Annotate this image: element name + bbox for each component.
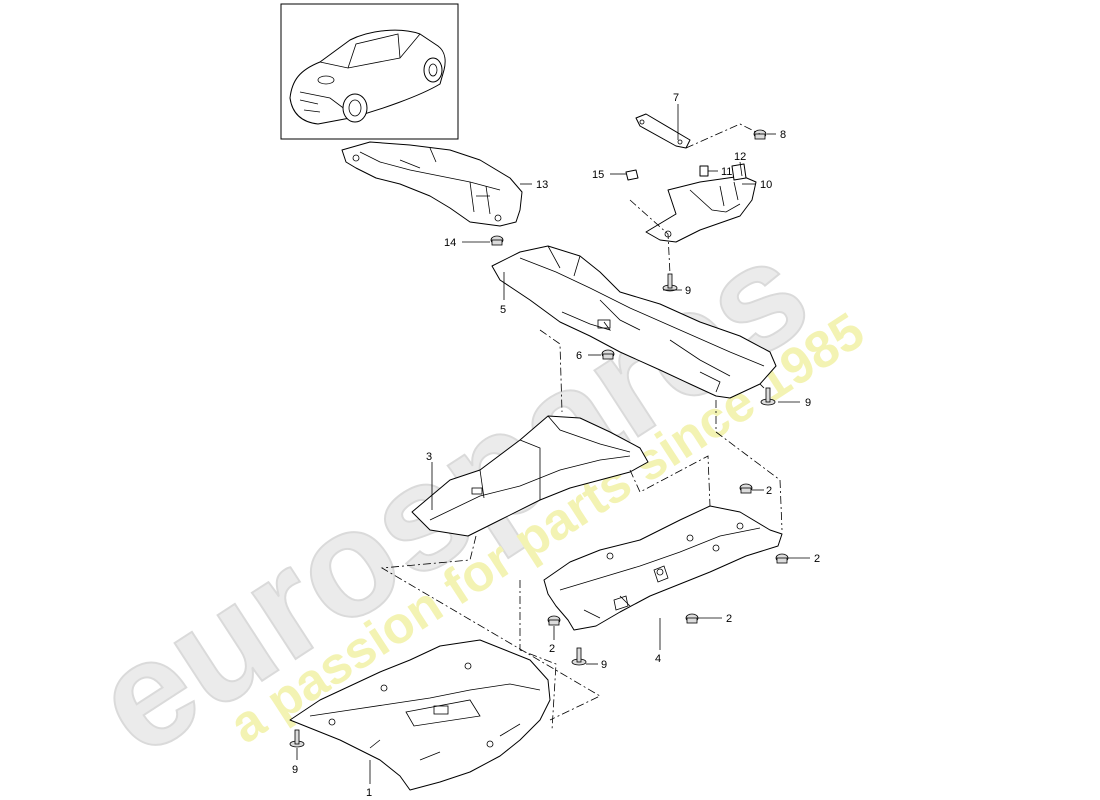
callout-9-top: 9 <box>685 285 691 297</box>
nut-2-b <box>775 553 789 564</box>
bolt-9-c <box>571 647 587 666</box>
part-13-heat-shield <box>341 141 523 227</box>
nut-8 <box>753 129 767 140</box>
callout-2-d: 2 <box>549 643 555 655</box>
callout-9-right: 9 <box>601 659 607 671</box>
vehicle-thumbnail <box>280 3 459 140</box>
leader-lines <box>296 104 810 784</box>
bolt-9-a <box>662 273 678 292</box>
nut-2-a <box>739 483 753 494</box>
part-4-right-panel <box>543 505 783 631</box>
callout-labels: 7 8 12 11 15 10 13 14 5 9 6 9 3 2 2 2 2 … <box>292 92 820 799</box>
car-icon <box>289 29 446 125</box>
part-5-centre-panel <box>491 245 777 399</box>
callout-12: 12 <box>734 151 746 163</box>
callout-5: 5 <box>500 304 506 316</box>
callout-2-c: 2 <box>726 613 732 625</box>
part-7-bracket <box>635 113 691 149</box>
callout-6: 6 <box>576 350 582 362</box>
nut-6 <box>601 349 615 360</box>
callout-15: 15 <box>592 169 604 181</box>
callout-2-a: 2 <box>766 485 772 497</box>
callout-9-mid: 9 <box>805 397 811 409</box>
nut-14 <box>490 235 504 246</box>
callout-4: 4 <box>655 653 661 665</box>
bolt-9-b <box>760 387 776 406</box>
part-1-front-panel <box>289 639 551 791</box>
nut-2-c <box>685 613 699 624</box>
assembly-lines <box>380 123 783 731</box>
part-12-clip <box>731 163 747 181</box>
nut-2-d <box>547 615 561 626</box>
callout-2-b: 2 <box>814 553 820 565</box>
bolt-9-d <box>289 729 305 748</box>
part-11-clip <box>699 165 709 177</box>
callout-8: 8 <box>780 129 786 141</box>
callout-10: 10 <box>760 179 772 191</box>
part-15-clip <box>625 169 639 181</box>
callout-3: 3 <box>426 451 432 463</box>
callout-14: 14 <box>444 237 456 249</box>
part-3-rear-tray <box>411 415 649 537</box>
callout-11: 11 <box>721 166 732 178</box>
callout-13: 13 <box>536 179 548 191</box>
callout-1: 1 <box>366 787 372 799</box>
callout-9-left: 9 <box>292 764 298 776</box>
callout-7: 7 <box>673 92 679 104</box>
